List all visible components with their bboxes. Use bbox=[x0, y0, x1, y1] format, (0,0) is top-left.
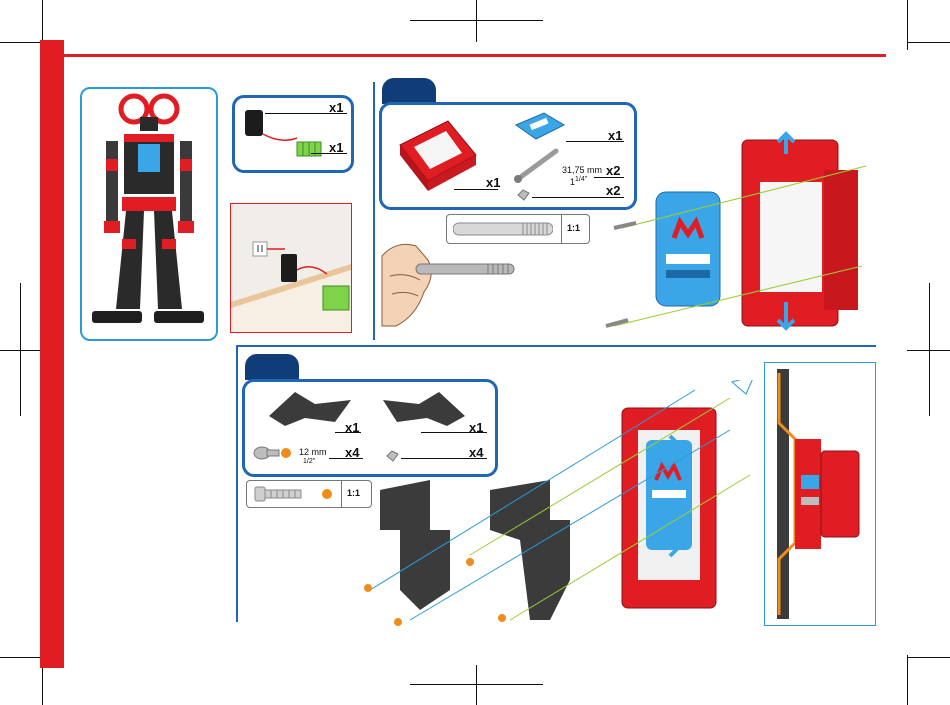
left-red-bar bbox=[40, 40, 64, 668]
screw-length-mm: 12 mm bbox=[299, 447, 327, 457]
cross-section-panel bbox=[764, 362, 876, 626]
registration-mark bbox=[410, 20, 543, 21]
step2-divider-vertical bbox=[236, 347, 238, 622]
wall-outlet-panel bbox=[230, 203, 352, 333]
screw-actual-size-icon bbox=[253, 485, 337, 503]
step2-assembly-illustration bbox=[350, 380, 770, 630]
step1-parts-panel: x1 x1 31,75 mm 11/4" x2 x2 bbox=[379, 102, 637, 210]
axle-length-mm: 31,75 mm bbox=[562, 165, 602, 175]
registration-mark bbox=[907, 350, 950, 351]
top-red-line bbox=[64, 54, 886, 57]
red-housing-qty: x1 bbox=[486, 175, 500, 190]
registration-mark bbox=[476, 0, 477, 42]
crop-mark bbox=[0, 657, 42, 658]
nut-icon bbox=[516, 189, 530, 201]
red-housing-icon bbox=[392, 115, 482, 195]
charger-bottom-qty: x1 bbox=[329, 140, 343, 155]
brain-module-icon bbox=[512, 111, 568, 143]
section-divider-vertical bbox=[373, 82, 375, 340]
axle-icon bbox=[512, 145, 562, 185]
step1-scale-label: 1:1 bbox=[567, 223, 580, 233]
registration-mark bbox=[476, 665, 477, 705]
section-divider-horizontal bbox=[236, 345, 876, 347]
wall-outlet-charger-illustration bbox=[231, 204, 351, 332]
axle-actual-size-icon bbox=[453, 221, 553, 237]
step2-tab bbox=[245, 354, 299, 380]
screw-icon bbox=[253, 444, 293, 462]
axle-length-in-fraction: 1/4" bbox=[575, 176, 587, 183]
step1-tab bbox=[382, 78, 436, 104]
plate-left-icon bbox=[265, 388, 355, 428]
scale-divider bbox=[341, 481, 342, 507]
step1-assembly-illustration bbox=[600, 130, 890, 340]
robot-card bbox=[80, 87, 218, 341]
axle-length-in: 11/4" bbox=[570, 176, 587, 187]
scale-divider bbox=[561, 215, 562, 243]
crop-mark bbox=[907, 655, 908, 705]
meccanoid-robot-illustration bbox=[82, 89, 216, 339]
charger-parts-box: x1 x1 bbox=[232, 95, 354, 173]
crop-mark bbox=[0, 42, 42, 43]
registration-mark bbox=[410, 684, 543, 685]
charger-top-qty: x1 bbox=[329, 100, 343, 115]
registration-mark bbox=[0, 350, 42, 351]
cross-section-illustration bbox=[765, 363, 875, 625]
screw-length-in: 1/2" bbox=[303, 458, 315, 465]
hand-holding-axle-illustration bbox=[376, 236, 526, 336]
crop-mark bbox=[907, 42, 950, 43]
crop-mark bbox=[907, 657, 950, 658]
